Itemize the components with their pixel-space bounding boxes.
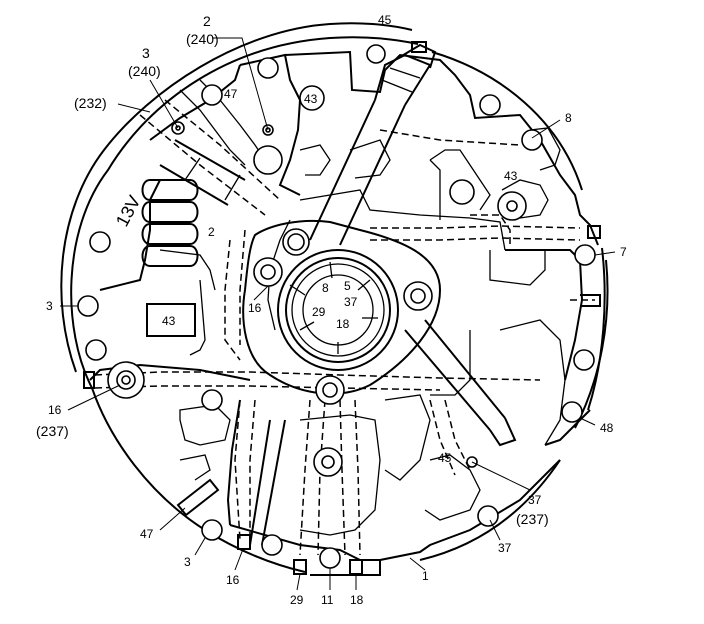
label-37-lower: 37 xyxy=(528,493,542,507)
label-29-center: 29 xyxy=(312,305,326,319)
label-240-left: (240) xyxy=(128,63,161,79)
label-13v: 13V xyxy=(112,192,145,230)
label-232: (232) xyxy=(74,95,107,111)
label-8-center: 8 xyxy=(322,281,329,295)
label-3-top: 3 xyxy=(142,45,150,61)
hidden-passages xyxy=(94,99,595,556)
label-2-mid: 2 xyxy=(208,225,215,239)
label-48: 48 xyxy=(600,421,614,435)
label-47-mid: 47 xyxy=(224,87,238,101)
label-237-lower: (237) xyxy=(516,511,549,527)
label-45-lower: 45 xyxy=(438,451,452,465)
label-37-bottom: 37 xyxy=(498,541,512,555)
label-240-top: (240) xyxy=(186,31,219,47)
label-3-left: 3 xyxy=(46,299,53,313)
case-outline xyxy=(60,22,609,573)
label-16-mid: 16 xyxy=(248,301,262,315)
accumulator-stack xyxy=(141,179,199,337)
label-2-top: 2 xyxy=(203,13,211,29)
end-plugs xyxy=(83,41,601,575)
callout-labels: 2 (240) 45 3 (240) (232) 47 43 8 43 13V … xyxy=(36,13,627,607)
label-1-bottom: 1 xyxy=(422,569,429,583)
central-hub xyxy=(242,219,442,395)
label-43-top: 43 xyxy=(304,92,318,106)
label-7: 7 xyxy=(620,245,627,259)
label-3-bottom: 3 xyxy=(184,555,191,569)
channel-walls xyxy=(159,79,566,536)
label-8-right: 8 xyxy=(565,111,572,125)
label-18-center: 18 xyxy=(336,317,350,331)
label-5-center: 5 xyxy=(344,279,351,293)
label-16-bottom: 16 xyxy=(226,573,240,587)
label-45-top: 45 xyxy=(378,13,392,27)
label-43-left: 43 xyxy=(162,314,176,328)
label-43-right: 43 xyxy=(504,169,518,183)
label-16-left: 16 xyxy=(48,403,62,417)
label-18-bottom: 18 xyxy=(350,593,364,607)
label-237-left: (237) xyxy=(36,423,69,439)
diagonal-tubes xyxy=(159,43,517,546)
label-29-bottom: 29 xyxy=(290,593,304,607)
label-47-bottom: 47 xyxy=(140,527,154,541)
label-11-bottom: 11 xyxy=(321,593,334,607)
label-37-center: 37 xyxy=(344,295,358,309)
leader-lines xyxy=(60,37,616,591)
